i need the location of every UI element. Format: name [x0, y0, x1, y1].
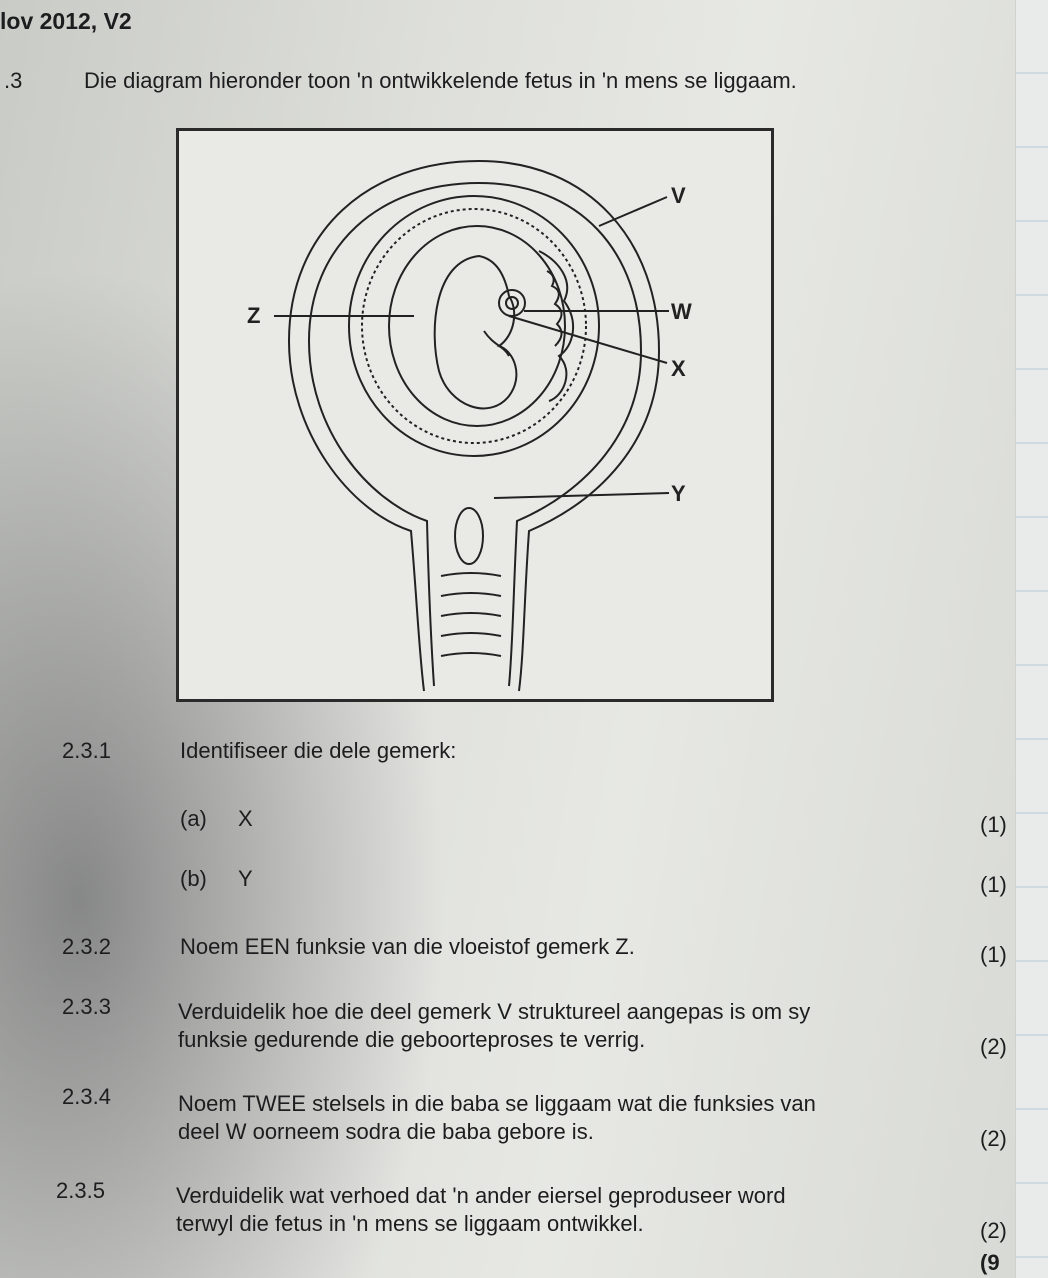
item-text-line: funksie gedurende die geboorteproses te … [178, 1027, 646, 1052]
placenta [538, 250, 575, 402]
item-text: Verduidelik wat verhoed dat 'n ander eie… [176, 1182, 928, 1238]
item-number: 2.3.2 [62, 934, 111, 959]
mark: (1) [980, 812, 1007, 837]
uterus-inner-wall [307, 181, 643, 687]
uterus-wall [287, 159, 661, 692]
item-number: 2.3.3 [62, 994, 111, 1019]
fetus-body [433, 254, 518, 410]
sub-item-label: (b) [180, 866, 207, 891]
question-text: Die diagram hieronder toon 'n ontwikkele… [84, 68, 797, 93]
mark: (2) [980, 1218, 1007, 1243]
item-text-line: Noem TWEE stelsels in die baba se liggaa… [178, 1091, 816, 1116]
item-number: 2.3.1 [62, 738, 111, 763]
vagina-ridges [440, 572, 502, 657]
fetus-diagram: V W X Y Z [176, 128, 774, 702]
amniotic-sac [348, 195, 600, 457]
item-text: Noem TWEE stelsels in die baba se liggaa… [178, 1090, 930, 1146]
pointer-v [598, 196, 668, 227]
sub-item-value: X [238, 806, 253, 831]
item-text-line: Verduidelik hoe die deel gemerk V strukt… [178, 999, 811, 1024]
amnion-inner [388, 225, 566, 427]
label-w: W [671, 299, 692, 324]
question-number: .3 [4, 68, 23, 93]
pointer-y [493, 492, 670, 499]
mark: (1) [980, 942, 1007, 967]
sub-item-label: (a) [180, 806, 207, 831]
exam-header: lov 2012, V2 [0, 8, 132, 34]
uterus-illustration: V W X Y Z [247, 159, 692, 692]
item-text-line: deel W oorneem sodra die baba gebore is. [178, 1119, 594, 1144]
item-text: Verduidelik hoe die deel gemerk V strukt… [178, 998, 930, 1054]
pointer-x [508, 315, 668, 364]
item-text: Noem EEN funksie van die vloeistof gemer… [180, 934, 635, 959]
item-text-line: terwyl die fetus in 'n mens se liggaam o… [176, 1211, 644, 1236]
label-v: V [671, 183, 686, 208]
item-text-line: Verduidelik wat verhoed dat 'n ander eie… [176, 1183, 786, 1208]
page-edge-lined-paper [1015, 0, 1048, 1278]
cervix-plug [454, 507, 484, 565]
label-z: Z [247, 303, 260, 328]
mark: (2) [980, 1034, 1007, 1059]
item-number: 2.3.5 [56, 1178, 105, 1203]
item-text: Identifiseer die dele gemerk: [180, 738, 457, 763]
label-x: X [671, 356, 686, 381]
total-mark: (9 [980, 1250, 1000, 1275]
mark: (2) [980, 1126, 1007, 1151]
mark: (1) [980, 872, 1007, 897]
sub-item-value: Y [238, 866, 253, 891]
label-y: Y [671, 481, 686, 506]
item-number: 2.3.4 [62, 1084, 111, 1109]
